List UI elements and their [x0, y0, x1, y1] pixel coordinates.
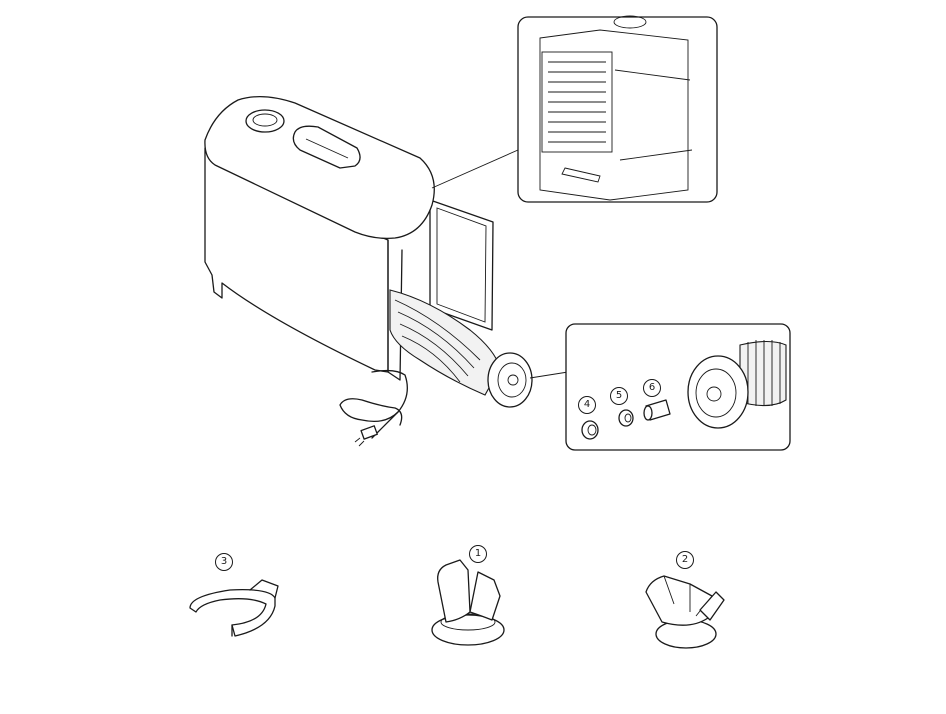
- inset-hose-accessories: [565, 323, 791, 451]
- callout-part-5: 5: [610, 387, 628, 405]
- callout-part-2: 2: [676, 551, 694, 569]
- callout-part-1: 1: [469, 545, 487, 563]
- part-nozzle-round: [431, 559, 505, 646]
- inset-back-view: [517, 15, 718, 203]
- callout-part-6: 6: [643, 379, 661, 397]
- part-nozzle-flat: [645, 575, 725, 649]
- main-unit: [204, 96, 569, 447]
- callout-part-4: 4: [578, 396, 596, 414]
- callout-part-3: 3: [215, 553, 233, 571]
- part-clamp-ring: [189, 579, 279, 637]
